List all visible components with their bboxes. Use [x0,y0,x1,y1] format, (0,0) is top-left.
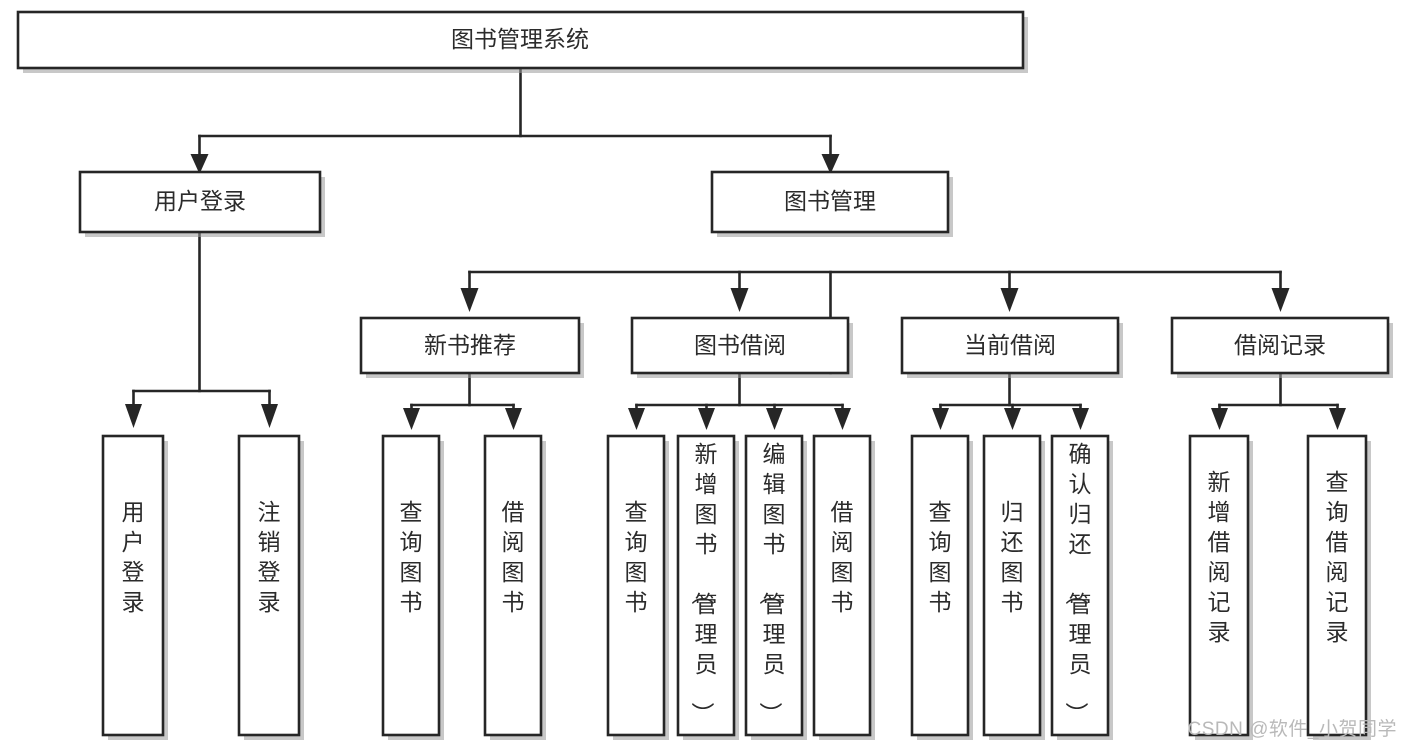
arrowhead-to-borrow-record [1271,288,1290,312]
node-borrow-record[interactable]: 借阅记录 [1170,316,1393,378]
leaf-label-8: 查询图书 [929,499,952,615]
l3-box-3 [1170,316,1390,375]
leaf-box-9 [982,434,1042,737]
leaf-node[interactable]: 新增图书（管理员） [676,434,739,740]
leaf-box-7 [812,434,872,737]
l2-label-0: 用户登录 [154,188,246,214]
arrowhead-leaf-1 [125,404,142,428]
node-book-borrow[interactable]: 图书借阅 [630,316,853,378]
arrowhead-leaf-6 [698,408,715,430]
arrowhead-leaf-8 [834,408,851,430]
arrowhead-to-new-book-rec [460,288,479,312]
node-new-book-recommend[interactable]: 新书推荐 [359,316,584,378]
l3-label-0: 新书推荐 [424,332,516,358]
leaf-node[interactable]: 用户登录 [101,434,168,740]
leaf-node[interactable]: 注销登录 [237,434,304,740]
l3-box-2 [900,316,1120,375]
leaf-label-9: 归还图书 [1001,499,1024,615]
leaf-node[interactable]: 查询图书 [606,434,669,740]
arrowhead-leaf-3 [403,408,420,430]
leaf-label-2: 查询图书 [400,499,423,615]
leaf-label-3: 借阅图书 [502,499,525,615]
arrowhead-leaf-11 [1072,408,1089,430]
arrowhead-to-book-manage [821,154,840,174]
leaf-box-0 [101,434,165,737]
root-label: 图书管理系统 [451,26,589,52]
leaf-node[interactable]: 借阅图书 [483,434,546,740]
leaf-label-6: 编辑图书（管理员） [758,441,786,725]
leaf-node[interactable]: 新增借阅记录 [1188,434,1253,740]
leaf-node[interactable]: 确认归还（管理员） [1050,434,1113,740]
connector-layer [125,66,1346,430]
l2-box-0 [78,170,322,234]
arrowhead-leaf-10 [1004,408,1021,430]
node-book-management[interactable]: 图书管理 [710,170,953,237]
leaf-box-1 [237,434,301,737]
arrowhead-to-current-borrow [1000,288,1019,312]
leaf-node[interactable]: 查询借阅记录 [1306,434,1371,740]
l3-label-3: 借阅记录 [1234,332,1326,358]
leaf-label-12: 查询借阅记录 [1326,469,1349,645]
node-current-borrow[interactable]: 当前借阅 [900,316,1123,378]
leaf-layer: 用户登录 注销登录 查询图书 借阅图书 查询图书 [101,434,1371,740]
leaf-box-4 [606,434,666,737]
leaf-label-0: 用户登录 [122,499,145,615]
l3-label-2: 当前借阅 [964,332,1056,358]
leaf-label-4: 查询图书 [625,499,648,615]
arrowhead-leaf-5 [628,408,645,430]
leaf-label-7: 借阅图书 [831,499,854,615]
l3-box-0 [359,316,581,375]
l3-label-1: 图书借阅 [694,332,786,358]
leaf-label-1: 注销登录 [258,499,281,615]
leaf-box-6 [744,434,804,737]
arrowhead-to-user-login [190,154,209,174]
leaf-box-11 [1188,434,1250,737]
leaf-node[interactable]: 归还图书 [982,434,1045,740]
leaf-node[interactable]: 借阅图书 [812,434,875,740]
leaf-box-2 [381,434,441,737]
leaf-node[interactable]: 查询图书 [910,434,973,740]
arrowhead-leaf-7 [766,408,783,430]
leaf-label-5: 新增图书（管理员） [690,441,718,725]
leaf-label-10: 确认归还（管理员） [1064,441,1092,725]
arrowhead-leaf-9 [932,408,949,430]
arrowhead-leaf-12 [1211,408,1228,430]
l2-box-1 [710,170,950,234]
arrowhead-to-book-borrow [730,288,749,312]
leaf-box-5 [676,434,736,737]
leaf-box-8 [910,434,970,737]
l3-box-1 [630,316,850,375]
leaf-box-3 [483,434,543,737]
arrowhead-leaf-13 [1329,408,1346,430]
root-box [16,10,1025,70]
node-user-login[interactable]: 用户登录 [78,170,325,237]
arrowhead-leaf-4 [505,408,522,430]
arrowhead-leaf-2 [261,404,278,428]
leaf-node[interactable]: 查询图书 [381,434,444,740]
leaf-node[interactable]: 编辑图书（管理员） [744,434,807,740]
node-root[interactable]: 图书管理系统 [16,10,1028,73]
leaf-label-11: 新增借阅记录 [1208,469,1231,645]
leaf-box-10 [1050,434,1110,737]
l2-label-1: 图书管理 [784,188,876,214]
leaf-box-12 [1306,434,1368,737]
